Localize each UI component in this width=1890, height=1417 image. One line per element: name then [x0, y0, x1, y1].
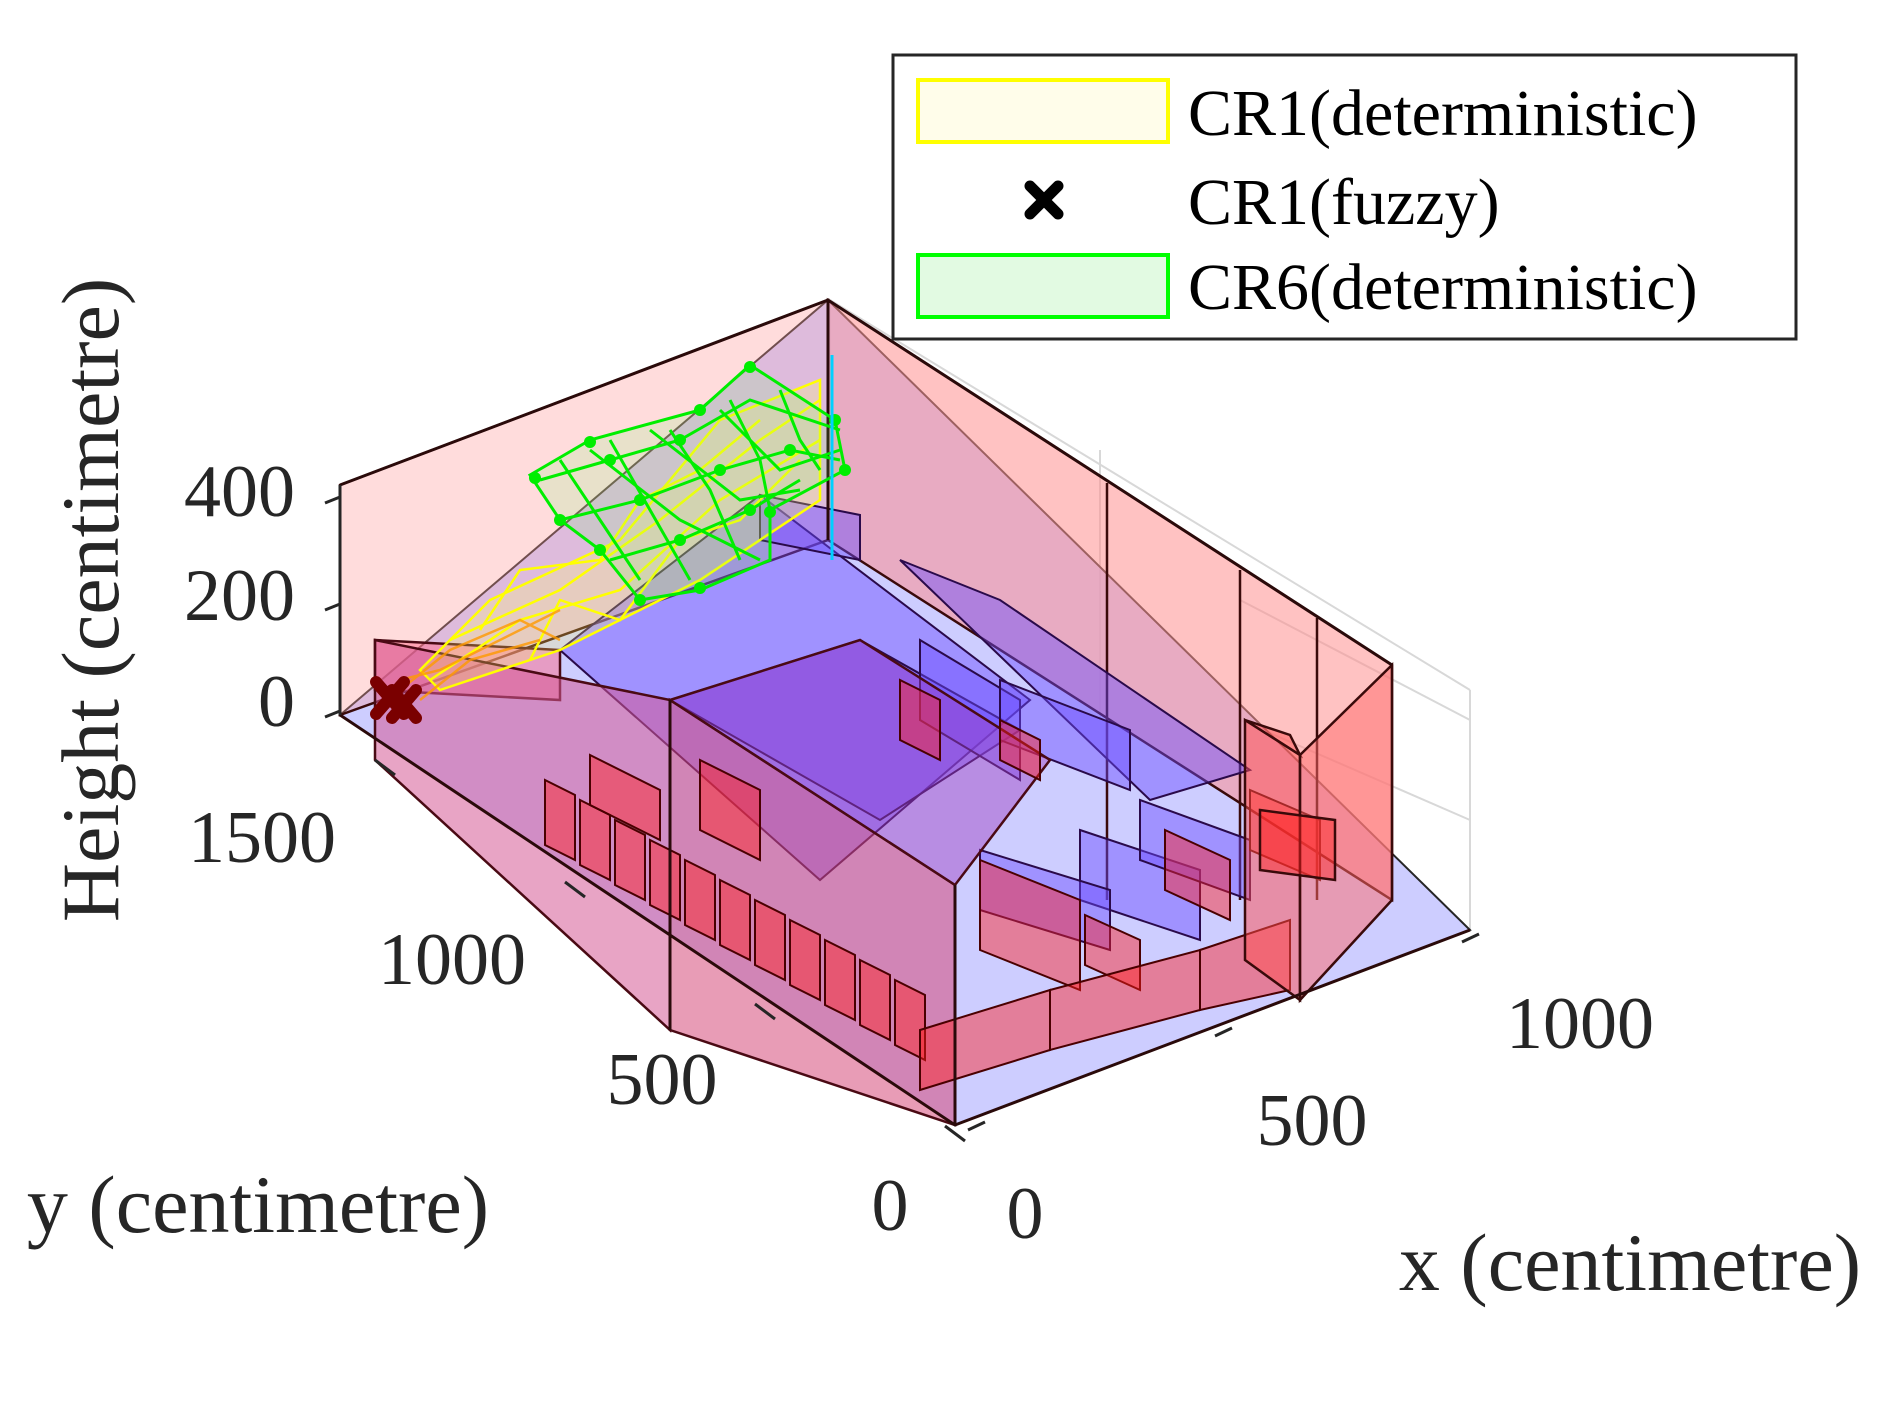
z-axis: 400 200 0 Height (centimetre) [45, 278, 342, 922]
legend-swatch-cr6-deterministic [916, 253, 1170, 319]
x-tick-1000: 1000 [1506, 983, 1654, 1065]
y-tick-1500: 1500 [188, 797, 336, 879]
legend-swatch-cr1-deterministic [916, 78, 1170, 144]
z-tick-0: 0 [258, 661, 295, 743]
x-axis-label: x (centimetre) [1399, 1217, 1861, 1308]
cr1-lower-mesh [399, 608, 561, 701]
x-tick-0: 0 [1007, 1173, 1044, 1255]
cr6-mesh-nodes [529, 361, 851, 606]
y-tick-1000: 1000 [378, 919, 526, 1001]
x-tick-500: 500 [1257, 1080, 1368, 1162]
legend-label-cr1-deterministic: CR1(deterministic) [1188, 77, 1698, 150]
cr1-deterministic-mesh [418, 378, 822, 692]
z-tick-200: 200 [184, 555, 295, 637]
legend-marker-cr1-fuzzy [1024, 180, 1064, 220]
y-axis-label: y (centimetre) [27, 1159, 489, 1250]
legend-label-cr6-deterministic: CR6(deterministic) [1188, 251, 1698, 324]
y-axis [374, 758, 966, 1143]
y-tick-0: 0 [872, 1165, 909, 1247]
legend-label-cr1-fuzzy: CR1(fuzzy) [1188, 166, 1500, 239]
z-tick-400: 400 [184, 451, 295, 533]
cr1-fuzzy-marker [370, 676, 422, 724]
z-axis-label: Height (centimetre) [45, 278, 136, 922]
x-axis [967, 932, 1480, 1132]
building-right-walls [1243, 662, 1394, 1004]
legend: CR1(deterministic) CR1(fuzzy) CR6(determ… [891, 53, 1798, 341]
y-tick-500: 500 [607, 1039, 718, 1121]
